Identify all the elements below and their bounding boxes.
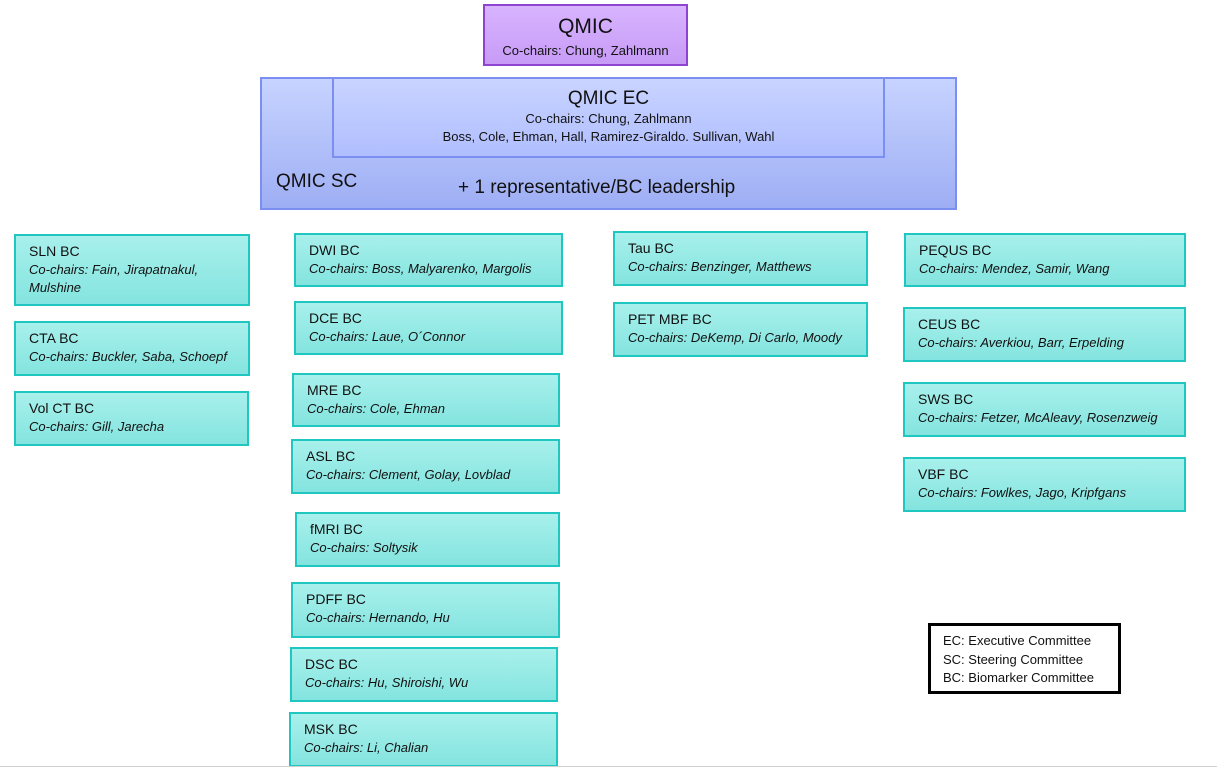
- bc-box-asl: ASL BC Co-chairs: Clement, Golay, Lovbla…: [291, 439, 560, 494]
- bc-box-ceus: CEUS BC Co-chairs: Averkiou, Barr, Erpel…: [903, 307, 1186, 362]
- legend-item-ec: EC: Executive Committee: [943, 633, 1092, 648]
- bc-box-fmri: fMRI BC Co-chairs: Soltysik: [295, 512, 560, 567]
- bc-name: fMRI BC: [310, 521, 363, 537]
- bc-name: Vol CT BC: [29, 400, 95, 416]
- bc-name: SLN BC: [29, 243, 80, 259]
- bc-box-volct: Vol CT BC Co-chairs: Gill, Jarecha: [14, 391, 249, 446]
- bc-cochairs: Co-chairs: Fowlkes, Jago, Kripfgans: [918, 485, 1127, 500]
- bc-box-dwi: DWI BC Co-chairs: Boss, Malyarenko, Marg…: [294, 233, 563, 287]
- bc-name: DWI BC: [309, 242, 360, 258]
- legend-item-bc: BC: Biomarker Committee: [943, 670, 1094, 685]
- bc-cochairs: Co-chairs: Clement, Golay, Lovblad: [306, 467, 511, 482]
- bc-name: MRE BC: [307, 382, 362, 398]
- bc-cochairs: Co-chairs: Fain, Jirapatnakul, Mulshine: [29, 262, 199, 295]
- bc-name: PEQUS BC: [919, 242, 992, 258]
- bc-name: SWS BC: [918, 391, 974, 407]
- bc-box-mre: MRE BC Co-chairs: Cole, Ehman: [292, 373, 560, 427]
- page-divider: [0, 766, 1217, 767]
- bc-cochairs: Co-chairs: Buckler, Saba, Schoepf: [29, 349, 227, 364]
- bc-name: VBF BC: [918, 466, 969, 482]
- qmic-ec-title: QMIC EC: [567, 88, 650, 109]
- qmic-cochairs: Co-chairs: Chung, Zahlmann: [502, 43, 669, 58]
- bc-box-dce: DCE BC Co-chairs: Laue, O´Connor: [294, 301, 563, 355]
- bc-cochairs: Co-chairs: Gill, Jarecha: [29, 419, 165, 434]
- qmic-ec-box: QMIC EC Co-chairs: Chung, Zahlmann Boss,…: [332, 77, 885, 158]
- legend-item-sc: SC: Steering Committee: [943, 651, 1084, 667]
- bc-box-sws: SWS BC Co-chairs: Fetzer, McAleavy, Rose…: [903, 382, 1186, 437]
- bc-cochairs: Co-chairs: Li, Chalian: [304, 740, 429, 755]
- qmic-title: QMIC: [558, 15, 613, 38]
- bc-cochairs: Co-chairs: Hu, Shiroishi, Wu: [305, 675, 469, 690]
- bc-cochairs: Co-chairs: Boss, Malyarenko, Margolis: [309, 261, 532, 276]
- bc-box-sln: SLN BC Co-chairs: Fain, Jirapatnakul, Mu…: [14, 234, 250, 306]
- bc-name: CEUS BC: [918, 316, 981, 332]
- bc-name: Tau BC: [628, 240, 674, 256]
- bc-box-msk: MSK BC Co-chairs: Li, Chalian: [289, 712, 558, 767]
- bc-name: MSK BC: [304, 721, 358, 737]
- bc-box-cta: CTA BC Co-chairs: Buckler, Saba, Schoepf: [14, 321, 250, 376]
- bc-cochairs: Co-chairs: Fetzer, McAleavy, Rosenzweig: [918, 410, 1158, 425]
- bc-box-tau: Tau BC Co-chairs: Benzinger, Matthews: [613, 231, 868, 286]
- bc-cochairs: Co-chairs: Averkiou, Barr, Erpelding: [918, 335, 1124, 350]
- bc-cochairs: Co-chairs: Laue, O´Connor: [309, 329, 466, 344]
- qmic-ec-cochairs: Co-chairs: Chung, Zahlmann: [525, 111, 692, 126]
- bc-name: PDFF BC: [306, 591, 366, 607]
- bc-box-dsc: DSC BC Co-chairs: Hu, Shiroishi, Wu: [290, 647, 558, 702]
- qmic-box: QMIC Co-chairs: Chung, Zahlmann: [483, 4, 688, 66]
- bc-cochairs: Co-chairs: Mendez, Samir, Wang: [919, 261, 1110, 276]
- bc-name: ASL BC: [306, 448, 356, 464]
- bc-box-vbf: VBF BC Co-chairs: Fowlkes, Jago, Kripfga…: [903, 457, 1186, 512]
- qmic-ec-members: Boss, Cole, Ehman, Hall, Ramirez-Giraldo…: [442, 129, 775, 144]
- bc-name: PET MBF BC: [628, 311, 712, 327]
- bc-cochairs: Co-chairs: Hernando, Hu: [306, 610, 450, 625]
- bc-name: DCE BC: [309, 310, 362, 326]
- bc-box-pdff: PDFF BC Co-chairs: Hernando, Hu: [291, 582, 560, 638]
- bc-box-pequs: PEQUS BC Co-chairs: Mendez, Samir, Wang: [904, 233, 1186, 287]
- bc-cochairs: Co-chairs: Cole, Ehman: [307, 401, 445, 416]
- bc-cochairs: Co-chairs: Benzinger, Matthews: [628, 259, 812, 274]
- legend-box: EC: Executive Committee SC: Steering Com…: [928, 623, 1121, 694]
- bc-name: DSC BC: [305, 656, 358, 672]
- qmic-sc-label: QMIC SC: [276, 171, 358, 192]
- bc-cochairs: Co-chairs: Soltysik: [310, 540, 418, 555]
- bc-name: CTA BC: [29, 330, 79, 346]
- bc-cochairs: Co-chairs: DeKemp, Di Carlo, Moody: [628, 330, 842, 345]
- qmic-sc-representative: + 1 representative/BC leadership: [458, 177, 736, 198]
- bc-box-petmbf: PET MBF BC Co-chairs: DeKemp, Di Carlo, …: [613, 302, 868, 357]
